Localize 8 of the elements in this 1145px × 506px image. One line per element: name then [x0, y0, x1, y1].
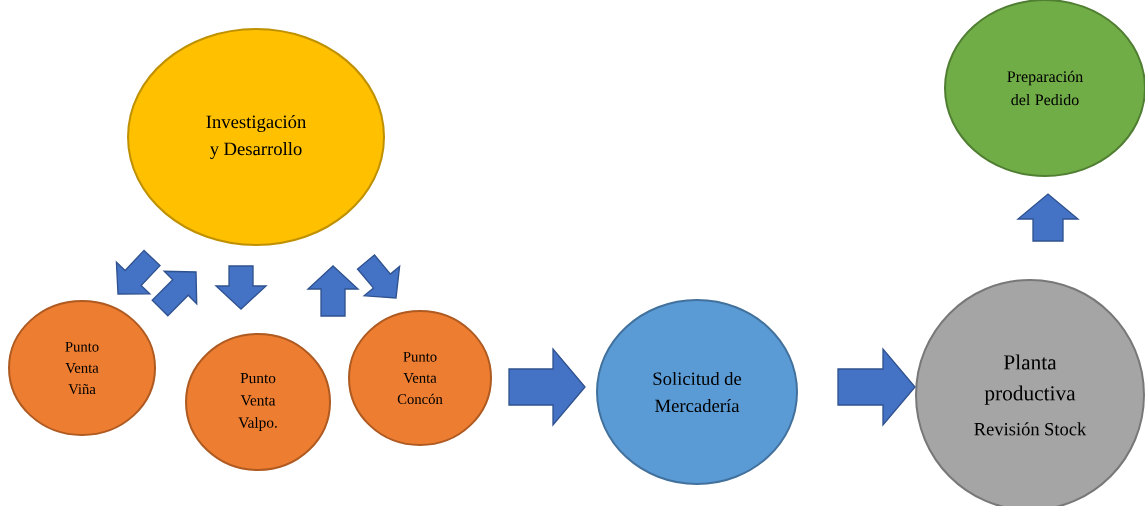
- block-arrow: [837, 347, 916, 427]
- block-arrow: [508, 347, 586, 427]
- block-arrow: [1016, 193, 1080, 242]
- block-arrow: [356, 254, 401, 299]
- block-arrow: [306, 265, 360, 317]
- block-arrow: [151, 270, 198, 317]
- block-arrow: [214, 265, 268, 310]
- block-arrow: [115, 249, 161, 295]
